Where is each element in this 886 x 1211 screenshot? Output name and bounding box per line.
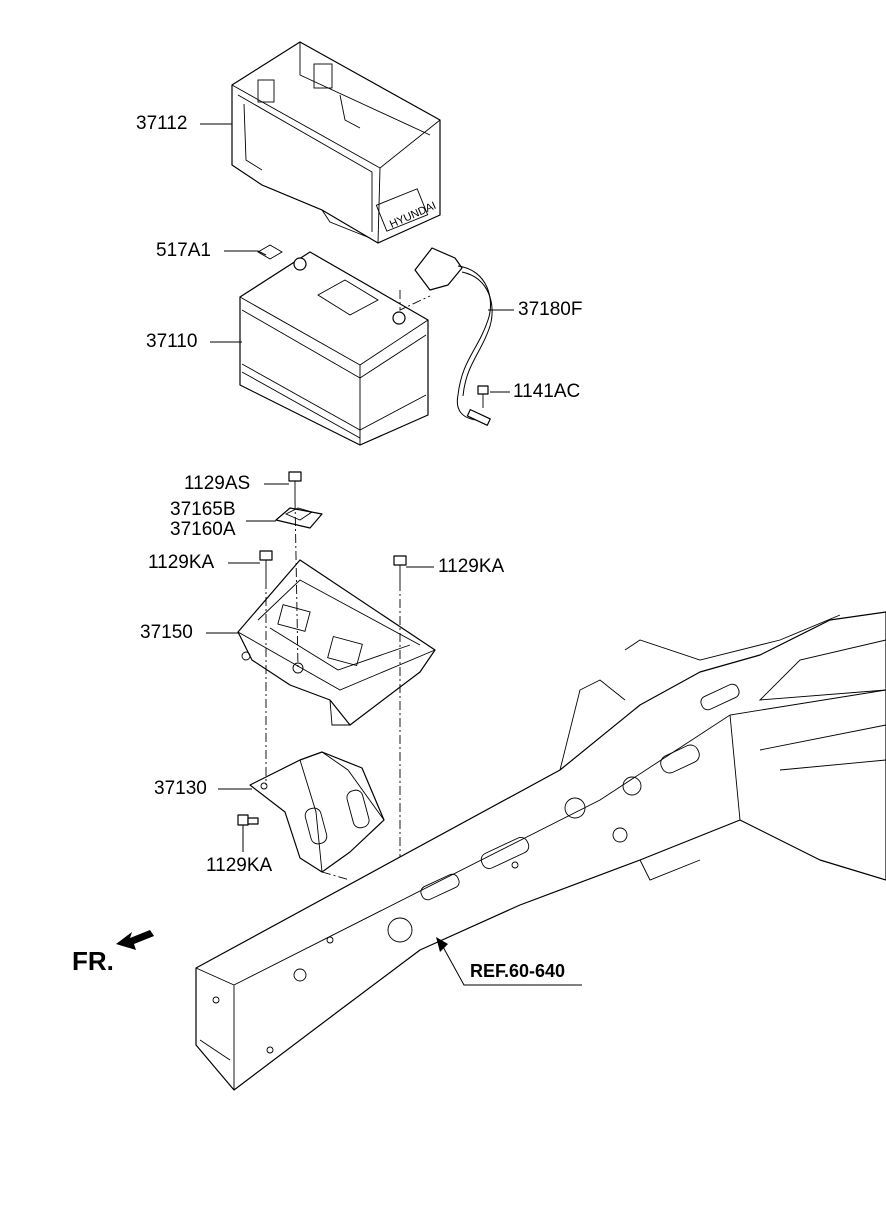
front-indicator: FR. [72, 946, 114, 976]
right-tray-bolt [393, 555, 407, 582]
cable-bolt [477, 385, 489, 408]
battery-tray-bracket [237, 559, 436, 726]
label-1129AS: 1129AS [184, 473, 251, 494]
reference-arrow-head [436, 937, 448, 952]
label-37160A: 37160A [170, 519, 236, 540]
top-bolt [288, 471, 302, 500]
label-37165B: 37165B [170, 499, 236, 520]
label-37110: 37110 [146, 331, 198, 352]
bracket-bolt [237, 814, 259, 826]
reference-label: REF.60-640 [470, 961, 566, 981]
battery-clamp [275, 507, 323, 529]
alignment-lines [265, 499, 401, 881]
label-37150: 37150 [140, 622, 193, 643]
battery [239, 244, 429, 446]
label-1129KA-left: 1129KA [148, 552, 215, 573]
left-tray-bolt [259, 550, 273, 580]
front-arrow-icon [116, 930, 154, 950]
label-1141AC: 1141AC [513, 381, 581, 402]
battery-insulation-tray [231, 41, 441, 244]
label-1129KA-right: 1129KA [438, 556, 505, 577]
battery-mount-bracket [249, 751, 385, 873]
label-37180F: 37180F [518, 299, 583, 320]
leader-lines [200, 123, 582, 986]
label-37130: 37130 [154, 778, 207, 799]
vehicle-frame [195, 611, 886, 1091]
label-37112: 37112 [136, 113, 188, 134]
label-517A1: 517A1 [156, 240, 211, 261]
label-1129KA-bottom: 1129KA [206, 855, 273, 876]
battery-cable [399, 247, 493, 426]
